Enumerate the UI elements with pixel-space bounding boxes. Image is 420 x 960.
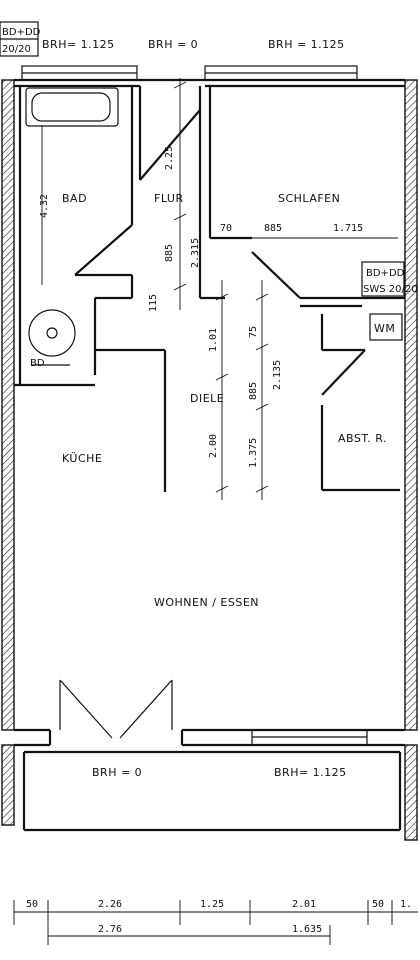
flur-225-dim: 2.25	[164, 146, 175, 170]
ratio-top-tag: 20/20	[2, 44, 31, 55]
flur-label: FLUR	[154, 192, 184, 205]
diele-2135-dim: 2.135	[272, 360, 283, 390]
balcony-left-wall	[1, 744, 15, 826]
diele-200-dim: 2.00	[208, 434, 219, 458]
brh-bottom-right: BRH= 1.125	[274, 766, 347, 779]
right-exterior-wall	[404, 79, 418, 731]
flur-2315-dim: 2.315	[190, 238, 201, 268]
dim-bottom-50b: 50	[372, 899, 384, 910]
diele-room	[95, 348, 167, 492]
brh-top-left: BRH= 1.125	[42, 38, 115, 51]
brh-top-right: BRH = 1.125	[268, 38, 345, 51]
balcony-right-wall	[404, 744, 418, 841]
dim-bottom-276: 2.76	[98, 924, 122, 935]
abstr-label: ABST. R.	[338, 432, 387, 445]
schlafen-label: SCHLAFEN	[278, 192, 340, 205]
sws-right-tag: SWS 20/20	[363, 284, 418, 295]
wm-box	[369, 313, 403, 341]
bad-label: BAD	[62, 192, 87, 205]
wohnen-label: WOHNEN / ESSEN	[154, 596, 259, 609]
brh-bottom-left: BRH = 0	[92, 766, 142, 779]
dim-bottom-125: 1.25	[200, 899, 224, 910]
bottom-dimension-chain	[13, 900, 418, 945]
kueche-label: KÜCHE	[62, 452, 102, 465]
bd-tag: BD	[30, 358, 45, 369]
schlafen-70-dim: 70	[220, 223, 232, 234]
dim-bottom-50a: 50	[26, 899, 38, 910]
balcony	[22, 750, 402, 832]
brh-top-mid: BRH = 0	[148, 38, 198, 51]
bottom-wall	[14, 679, 405, 747]
diele-1375-dim: 1.375	[248, 438, 259, 468]
dim-bottom-1635: 1.635	[292, 924, 322, 935]
wm-label: WM	[374, 322, 395, 335]
bad-room	[18, 86, 134, 385]
bad-height-dim: 4.32	[39, 194, 50, 218]
dim-bottom-226: 2.26	[98, 899, 122, 910]
schlafen-1715-dim: 1.715	[333, 223, 363, 234]
diele-885-dim: 885	[248, 382, 259, 400]
bd-dd-right-tag: BD+DD	[366, 268, 405, 279]
diele-label: DIELE	[190, 392, 224, 405]
left-exterior-wall	[1, 79, 15, 731]
dim-bottom-1x: 1.	[400, 899, 412, 910]
dim-bottom-201: 2.01	[292, 899, 316, 910]
bd-dd-top-tag: BD+DD	[2, 27, 41, 38]
flur-885-dim: 885	[164, 244, 175, 262]
schlafen-885-dim: 885	[264, 223, 282, 234]
flur-115-dim: 115	[148, 294, 159, 312]
top-wall	[14, 65, 405, 88]
abstr-room	[320, 314, 400, 492]
diele-75-dim: 75	[248, 326, 259, 338]
diele-101-dim: 1.01	[208, 328, 219, 352]
